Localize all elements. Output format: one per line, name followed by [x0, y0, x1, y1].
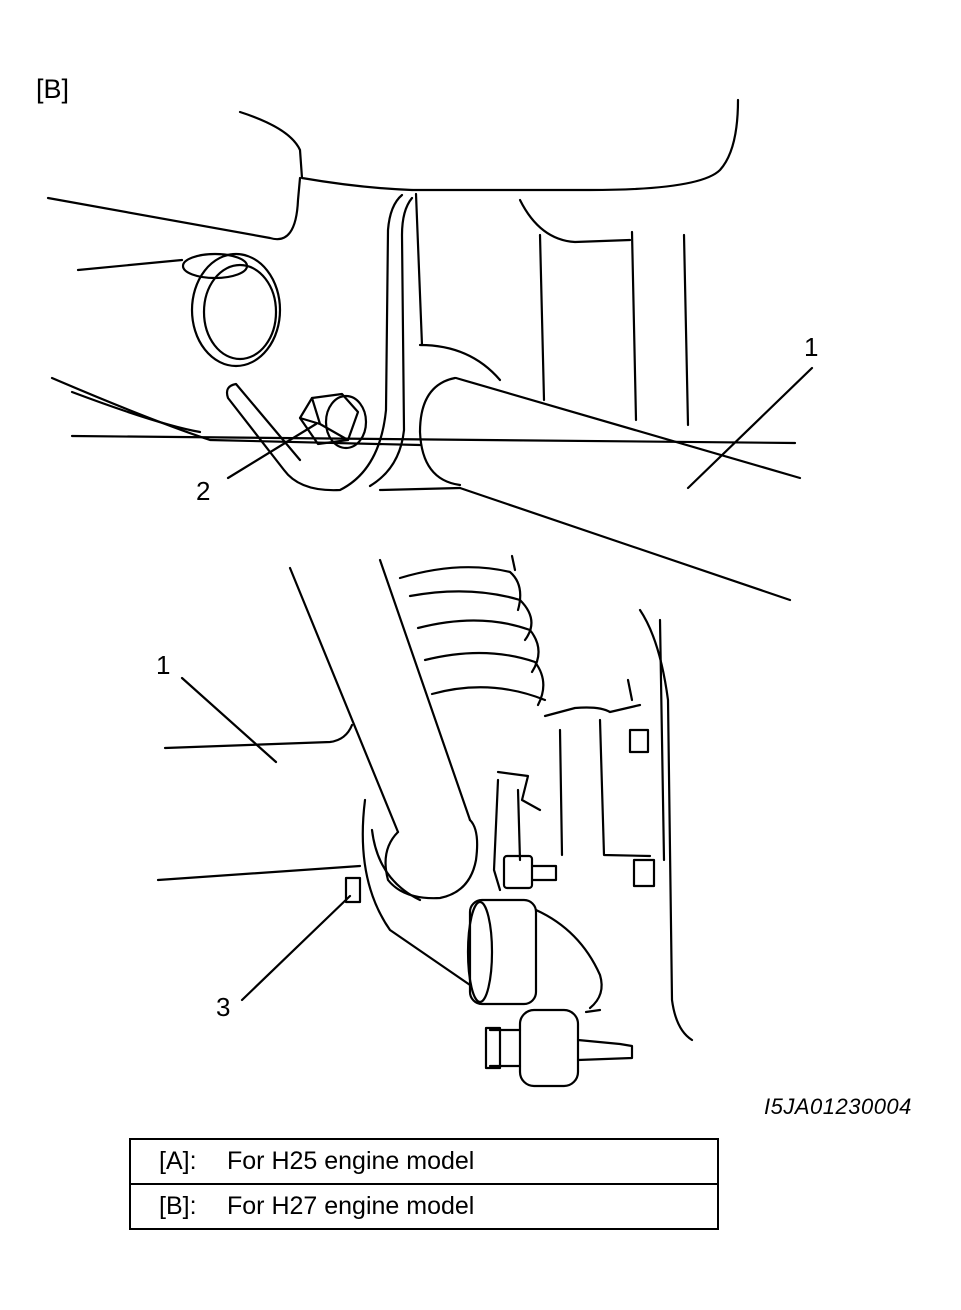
callout-1-lower: 1 — [156, 650, 171, 680]
upper-view — [46, 98, 814, 602]
figure-id: I5JA01230004 — [764, 1094, 912, 1119]
callout-2: 2 — [196, 476, 211, 506]
legend-key: [A]: — [159, 1147, 197, 1175]
callout-3: 3 — [216, 992, 231, 1022]
legend-row: [B]: For H27 engine model — [130, 1183, 718, 1229]
legend-text: For H25 engine model — [227, 1147, 475, 1175]
legend-row: [A]: For H25 engine model — [130, 1139, 718, 1184]
legend-text: For H27 engine model — [227, 1183, 718, 1229]
lower-view — [156, 554, 694, 1088]
legend-key: [B]: — [130, 1183, 227, 1229]
section-tag: [B] — [36, 74, 70, 104]
callout-1-upper: 1 — [804, 332, 819, 362]
legend-table: [A]: For H25 engine model [B]: For H27 e… — [129, 1138, 719, 1230]
